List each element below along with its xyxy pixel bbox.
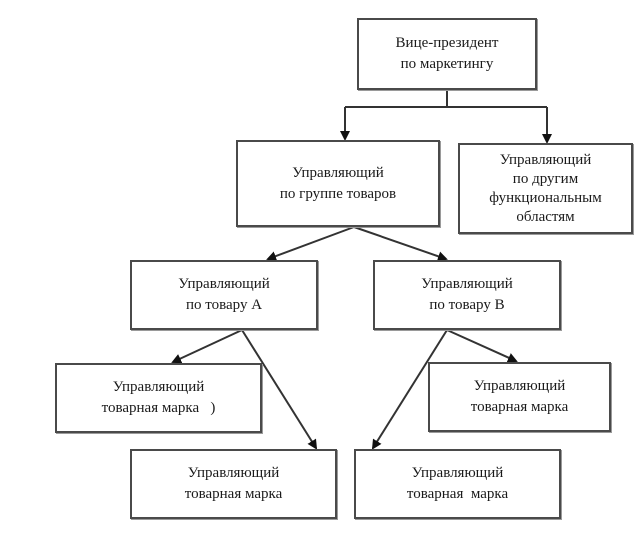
node-label-line: Управляющий [292,164,384,181]
node-brand-manager-a2: Управляющий товарная марка [130,449,337,519]
node-label-line: функциональным [489,189,602,206]
node-label-line: областям [516,208,575,225]
node-brand-manager-b1: Управляющий товарная марка [428,362,611,432]
node-label-line: товарная марка [184,486,283,502]
node-label-line: Управляющий [473,378,566,394]
node-label-line: товарная марка ) [101,400,216,416]
node-label-line: по товару А [185,297,263,313]
node-vp-marketing: Вице-президент по маркетингу [357,18,537,90]
node-label-line: Управляющий [178,276,270,292]
node-other-functions-manager: Управляющий по другим функциональным обл… [458,143,633,234]
node-label-line: Управляющий [499,151,592,168]
node-label-line: Вице-президент [395,35,499,51]
node-label-line: по маркетингу [400,56,494,72]
arrow-prod-a-to-brand-a1 [171,329,243,364]
node-product-a-manager: Управляющий по товару А [130,260,318,330]
node-label-line: Управляющий [421,276,513,292]
arrow-prod-b-to-brand-b1 [446,329,518,363]
node-label-line: по группе товаров [279,185,397,202]
node-brand-manager-a1: Управляющий товарная марка ) [55,363,262,433]
node-label-line: товарная марка [470,399,569,415]
node-label-line: Управляющий [411,465,504,481]
arrow-prod-b-to-brand-b2 [371,329,448,450]
node-label-line: товарная марка [406,486,509,502]
node-label-line: Управляющий [187,465,280,481]
node-product-b-manager: Управляющий по товару В [373,260,561,330]
node-brand-manager-b2: Управляющий товарная марка [354,449,561,519]
arrow-prod-a-to-brand-a2 [241,329,318,450]
arrow-group-to-prod-a [266,226,355,261]
node-label-line: по другим [512,170,579,187]
node-product-group-manager: Управляющий по группе товаров [236,140,440,227]
node-label-line: Управляющий [112,379,205,395]
node-label-line: по товару В [429,297,505,313]
arrow-group-to-prod-b [353,226,448,262]
